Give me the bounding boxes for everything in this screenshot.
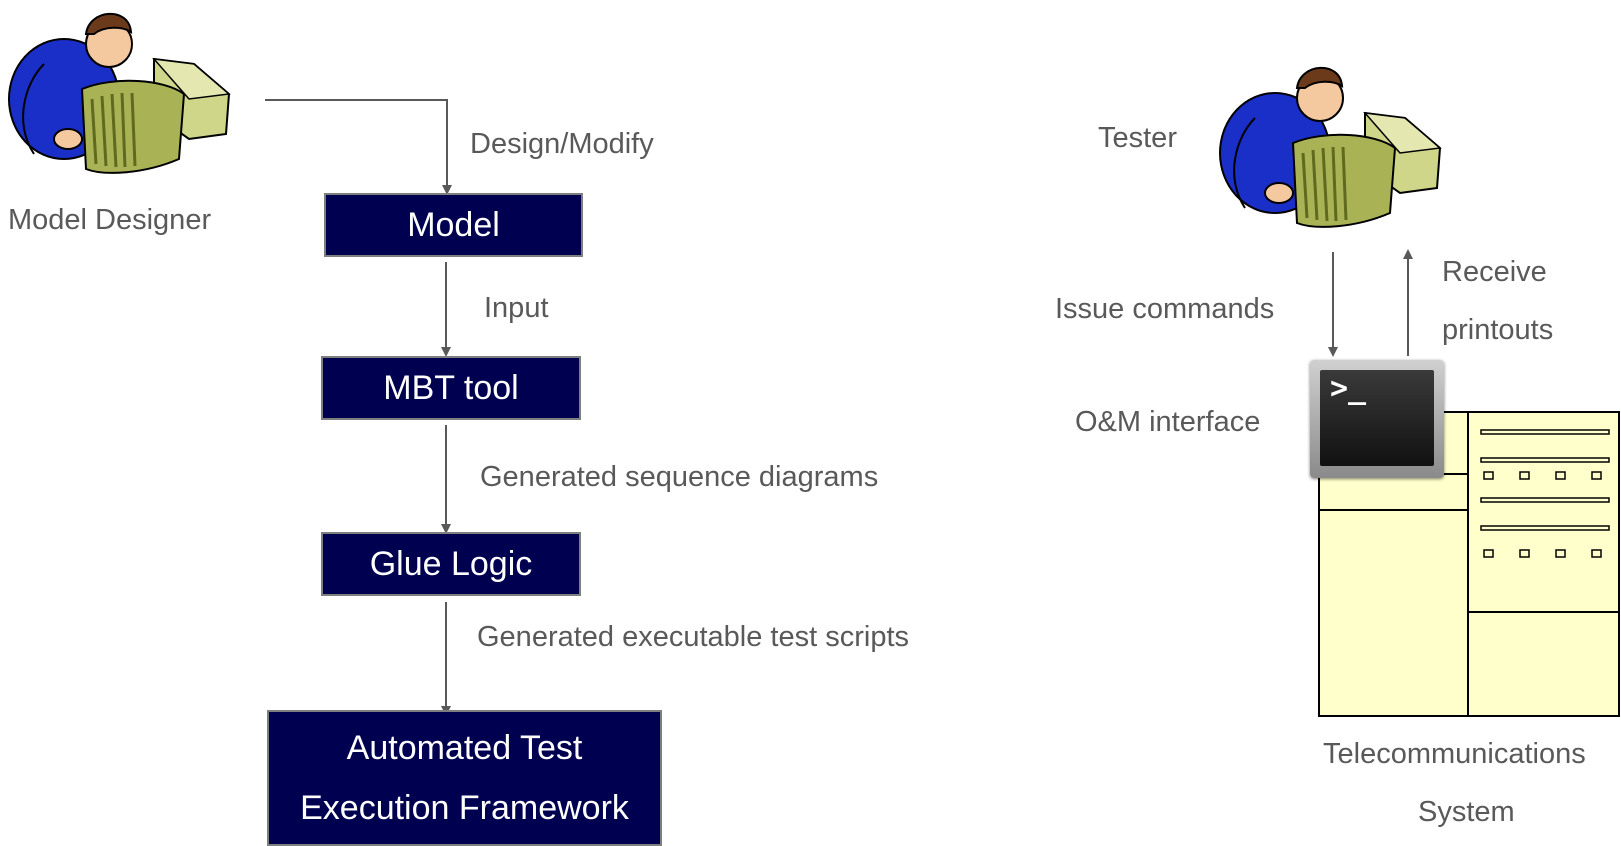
model-box-label: Model xyxy=(407,206,500,244)
person-with-papers-icon xyxy=(8,12,231,174)
om-interface-label: O&M interface xyxy=(1075,406,1261,438)
generated-test-scripts-label: Generated executable test scripts xyxy=(477,621,910,653)
exec-framework-line2: Execution Framework xyxy=(300,789,629,827)
input-label: Input xyxy=(484,292,549,324)
glue-logic-box-label: Glue Logic xyxy=(369,545,533,583)
mbt-tool-box-label: MBT tool xyxy=(383,369,519,407)
automated-test-execution-framework-box: Automated Test Execution Framework xyxy=(267,710,662,846)
exec-framework-line1: Automated Test xyxy=(346,729,583,767)
model-designer-label: Model Designer xyxy=(8,204,212,236)
printouts-label: printouts xyxy=(1442,314,1554,346)
glue-logic-box: Glue Logic xyxy=(321,532,581,596)
terminal-screen: >_ xyxy=(1320,370,1434,466)
design-modify-label: Design/Modify xyxy=(470,128,654,160)
issue-commands-label: Issue commands xyxy=(1055,293,1275,325)
receive-label: Receive xyxy=(1442,256,1547,288)
system-label: System xyxy=(1418,796,1515,828)
generated-sequence-diagrams-label: Generated sequence diagrams xyxy=(480,461,879,493)
terminal-prompt: >_ xyxy=(1330,371,1367,406)
design-modify-arrow xyxy=(265,99,452,195)
model-box: Model xyxy=(324,193,583,257)
tester-person-icon xyxy=(1219,66,1442,228)
telecommunications-label: Telecommunications xyxy=(1323,738,1586,770)
terminal-icon: >_ xyxy=(1310,360,1444,478)
tester-label: Tester xyxy=(1098,122,1177,154)
mbt-tool-box: MBT tool xyxy=(321,356,581,420)
